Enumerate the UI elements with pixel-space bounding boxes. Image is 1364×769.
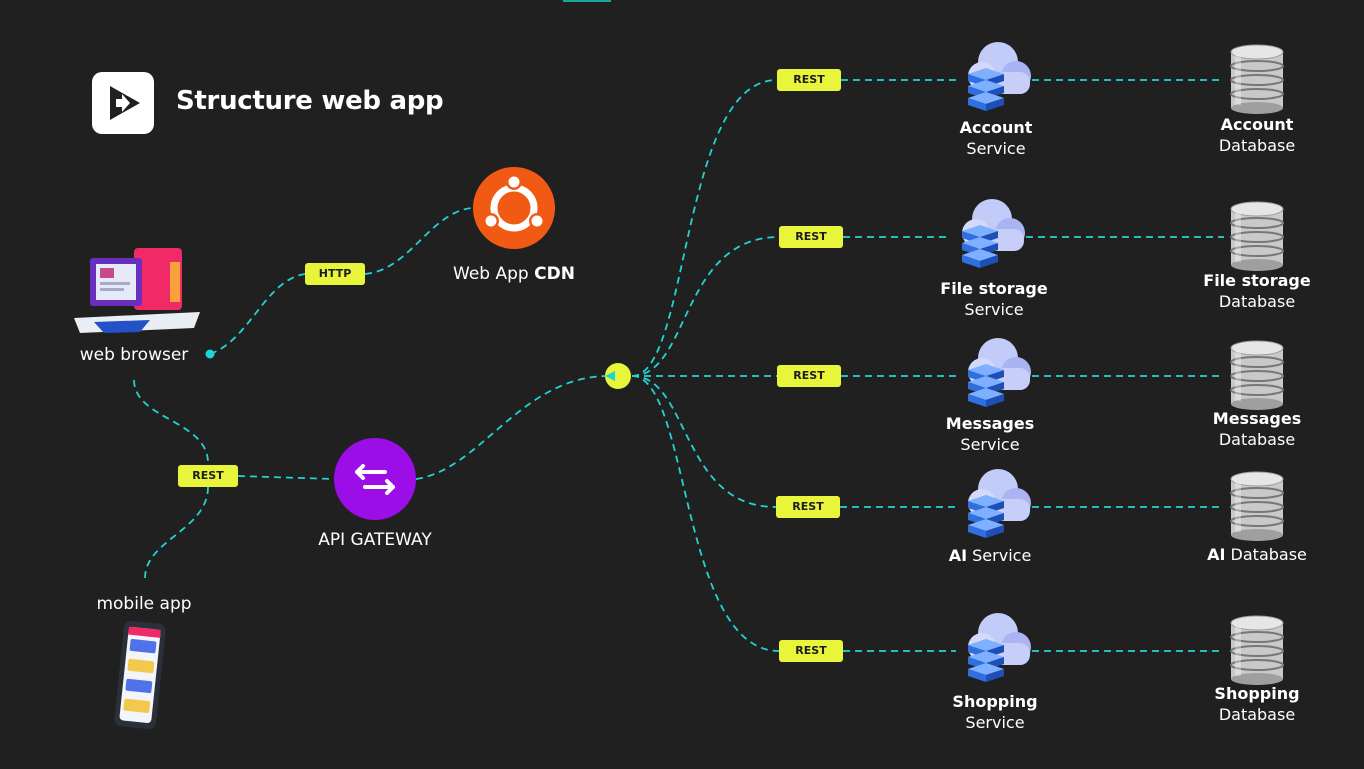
- rest-pill-ai: REST: [776, 496, 840, 518]
- shopping-service-icon: [968, 613, 1031, 682]
- shopping-database-name: Shopping: [1214, 684, 1300, 703]
- hub-node: [605, 363, 631, 389]
- shopping-service-label: Shopping Service: [952, 691, 1037, 733]
- messages-service-name: Messages: [945, 414, 1035, 433]
- file-storage-service-name: File storage: [940, 279, 1048, 298]
- ai-hub-line: [631, 375, 777, 508]
- rest-pill-account: REST: [777, 69, 841, 91]
- diagram-icons: [74, 42, 1284, 730]
- ubuntu-logo-icon: [473, 167, 555, 249]
- cdn-label-bold: CDN: [534, 264, 575, 284]
- file-storage-database-suffix: Database: [1218, 292, 1296, 311]
- rest-pill-messages: REST: [777, 365, 841, 387]
- ai-database-name: AI: [1207, 545, 1226, 564]
- ai-database-suffix: Database: [1230, 545, 1307, 564]
- shopping-service-name: Shopping: [952, 692, 1038, 711]
- account-service-label: Account Service: [960, 117, 1033, 159]
- messages-service-icon: [968, 338, 1031, 407]
- file-storage-service-icon: [962, 199, 1025, 268]
- messages-database-label: Messages Database: [1213, 408, 1301, 450]
- messages-service-suffix: Service: [960, 435, 1020, 454]
- ai-service-name: AI: [948, 546, 968, 565]
- rest-pill-shopping: REST: [779, 640, 843, 662]
- messages-service-label: Messages Service: [946, 413, 1034, 455]
- web-browser-label: web browser: [79, 345, 189, 365]
- mobile-app-label: mobile app: [96, 594, 192, 614]
- file-storage-service-label: File storage Service: [940, 278, 1047, 320]
- account-service-icon: [968, 42, 1031, 111]
- gateway-to-hub-line: [415, 375, 607, 480]
- swap-arrows-icon: [334, 438, 416, 520]
- page-title: Structure web app: [176, 86, 444, 116]
- api-gateway-label: API GATEWAY: [318, 530, 432, 550]
- ai-database-label: AI Database: [1207, 544, 1307, 565]
- file-storage-hub-line: [631, 236, 780, 377]
- http-pill: HTTP: [305, 263, 365, 285]
- account-database-suffix: Database: [1218, 136, 1296, 155]
- connector-lines: [133, 79, 1224, 652]
- shopping-database-label: Shopping Database: [1214, 683, 1299, 725]
- rest-pill-file-storage: REST: [779, 226, 843, 248]
- rest-pill-gateway: REST: [178, 465, 238, 487]
- browser-connector-dot: [205, 349, 215, 359]
- browser-to-rest-line: [133, 379, 209, 466]
- ai-service-label: AI Service: [949, 545, 1032, 566]
- ai-service-icon: [968, 469, 1031, 538]
- account-database-name: Account: [1220, 115, 1294, 134]
- cdn-label: Web App CDN: [453, 264, 575, 285]
- hub-arrow-icon: [605, 371, 615, 381]
- browser-to-http-line: [209, 273, 306, 355]
- account-hub-line: [631, 79, 778, 377]
- ai-database-icon: [1230, 471, 1284, 541]
- messages-database-icon: [1230, 340, 1284, 410]
- account-service-suffix: Service: [966, 139, 1026, 158]
- file-storage-database-name: File storage: [1203, 271, 1311, 290]
- shopping-database-icon: [1230, 615, 1284, 685]
- file-storage-database-label: File storage Database: [1203, 270, 1310, 312]
- shopping-database-suffix: Database: [1218, 705, 1296, 724]
- http-to-cdn-line: [364, 207, 473, 275]
- account-service-name: Account: [959, 118, 1033, 137]
- account-database-label: Account Database: [1219, 114, 1295, 156]
- rest-to-gateway-line: [237, 475, 335, 480]
- mobile-phone-icon: [114, 620, 166, 730]
- ai-service-suffix: Service: [972, 546, 1032, 565]
- messages-database-suffix: Database: [1218, 430, 1296, 449]
- top-accent-bar: [563, 0, 611, 2]
- rest-to-mobile-line: [144, 486, 209, 579]
- file-storage-service-suffix: Service: [964, 300, 1024, 319]
- messages-database-name: Messages: [1212, 409, 1302, 428]
- shopping-hub-line: [631, 375, 780, 652]
- shopping-service-suffix: Service: [965, 713, 1025, 732]
- file-storage-database-icon: [1230, 201, 1284, 271]
- computer-icon: [74, 248, 200, 333]
- app-logo-icon: [92, 72, 154, 134]
- cdn-label-prefix: Web App: [453, 264, 535, 284]
- account-database-icon: [1230, 44, 1284, 114]
